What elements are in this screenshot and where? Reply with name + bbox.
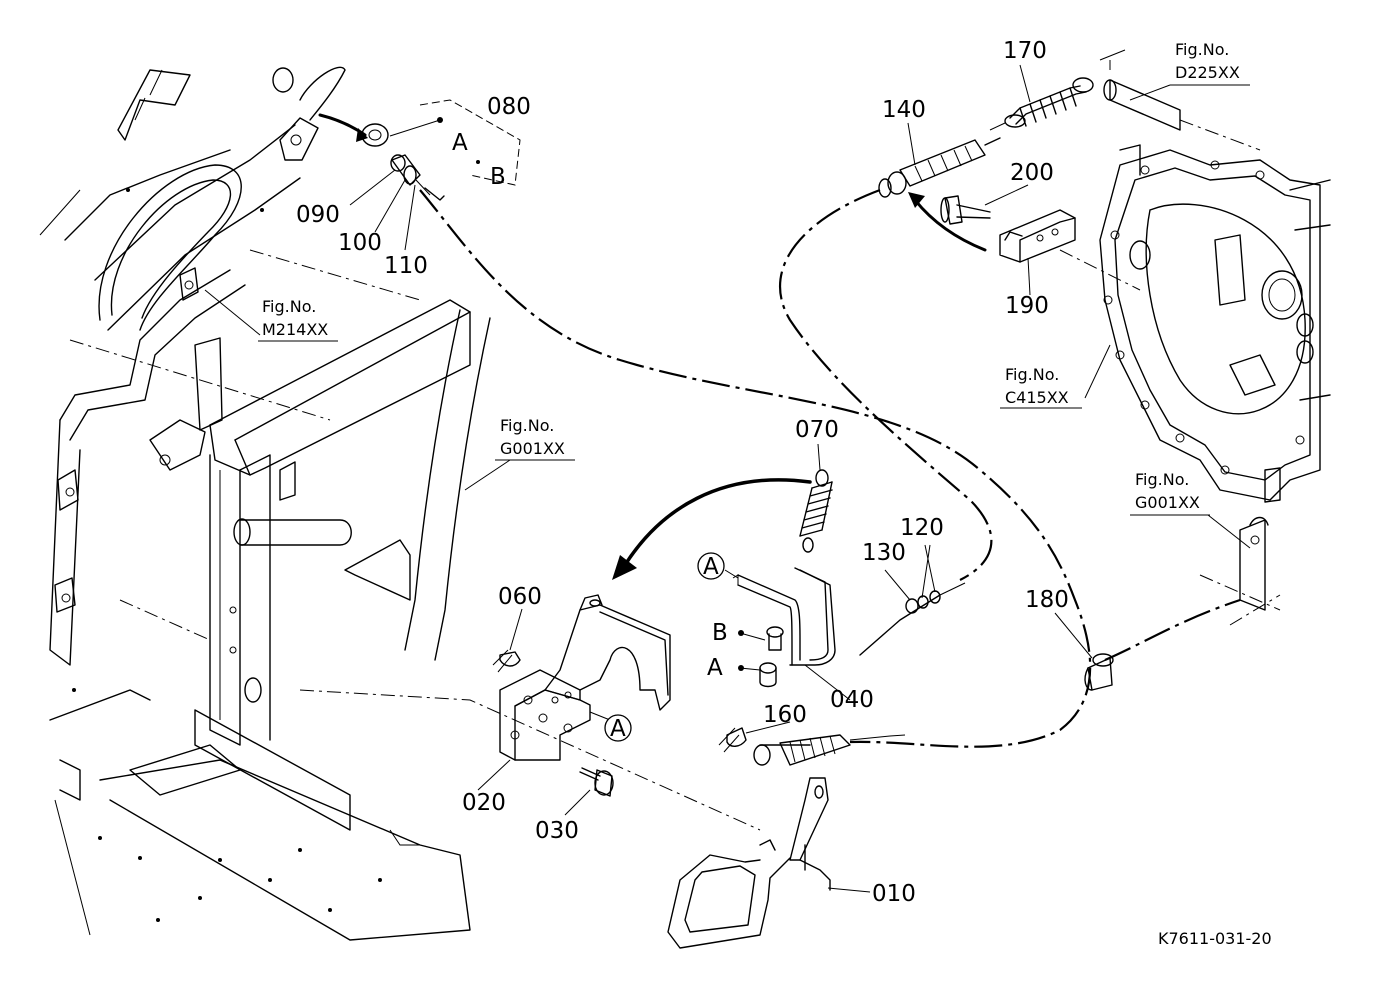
rod-040: [732, 567, 836, 666]
cotter-pin-060: [492, 649, 521, 673]
label-070: 070: [795, 417, 839, 443]
label-110: 110: [384, 253, 428, 279]
label-010: 010: [872, 881, 916, 907]
fig-ref-m214: M214XX: [262, 320, 328, 339]
marker-a-frame: A: [452, 130, 468, 156]
washers-120-130: [905, 582, 966, 614]
marker-a-circle-rod: [697, 552, 725, 580]
transmission-housing: [1059, 49, 1331, 626]
fig-ref-c415: C415XX: [1005, 388, 1069, 407]
label-160: 160: [763, 702, 807, 728]
fig-ref-g001-left: G001XX: [500, 439, 565, 458]
markers: A B A A B A: [452, 130, 728, 742]
label-200: 200: [1010, 160, 1054, 186]
nut-a: [759, 662, 777, 688]
label-170: 170: [1003, 38, 1047, 64]
label-120: 120: [900, 515, 944, 541]
upper-cable-end: [318, 113, 445, 251]
big-arrow-070: [623, 478, 812, 567]
label-060: 060: [498, 584, 542, 610]
spring-070: [799, 469, 833, 553]
marker-b-frame: B: [490, 164, 506, 190]
label-080: 080: [487, 94, 531, 120]
label-040: 040: [830, 687, 874, 713]
bracket-020: [499, 594, 671, 761]
leader-lines: [204, 64, 1251, 893]
fig-caption-c415: Fig.No.: [1005, 365, 1059, 384]
figure-refs: Fig.No. D225XX Fig.No. M214XX Fig.No. G0…: [258, 40, 1250, 516]
bolt-200: [940, 195, 991, 225]
pedal-010: [667, 734, 906, 949]
fig-caption-g001-left: Fig.No.: [500, 416, 554, 435]
label-180: 180: [1025, 587, 1069, 613]
frame-080: [419, 99, 521, 186]
clip-180: [1084, 653, 1114, 691]
bracket-190: [999, 209, 1076, 263]
fig-caption-d225: Fig.No.: [1175, 40, 1229, 59]
drawing-code: K7611-031-20: [1158, 929, 1272, 948]
bolt-030: [579, 767, 614, 797]
fig-ref-g001-right: G001XX: [1135, 493, 1200, 512]
brake-cable-upper: [419, 189, 1092, 748]
marker-a-circle-bracket: [604, 714, 632, 742]
fig-caption-g001-right: Fig.No.: [1135, 470, 1189, 489]
fig-ref-d225: D225XX: [1175, 63, 1240, 82]
label-190: 190: [1005, 293, 1049, 319]
label-100: 100: [338, 230, 382, 256]
arrow-to-140: [913, 198, 987, 252]
cotter-pin-160: [718, 727, 747, 753]
chassis-frame: [39, 66, 761, 941]
marker-a-nut: A: [707, 655, 723, 681]
label-130: 130: [862, 540, 906, 566]
fig-caption-m214: Fig.No.: [262, 297, 316, 316]
bolt-b: [766, 626, 784, 651]
marker-a-bracket: A: [610, 716, 626, 742]
cables: [419, 188, 1241, 748]
spring-170: [989, 77, 1094, 131]
label-090: 090: [296, 202, 340, 228]
part-labels: 010 020 030 040 060 070 080 090 100 110 …: [296, 38, 1069, 907]
label-140: 140: [882, 97, 926, 123]
label-020: 020: [462, 790, 506, 816]
label-030: 030: [535, 818, 579, 844]
marker-b-bolt: B: [712, 620, 728, 646]
cable-end-140: [878, 137, 1001, 198]
cable-140-lower: [779, 188, 993, 581]
marker-a-rod: A: [703, 554, 719, 580]
cable-to-clip: [1104, 598, 1241, 662]
